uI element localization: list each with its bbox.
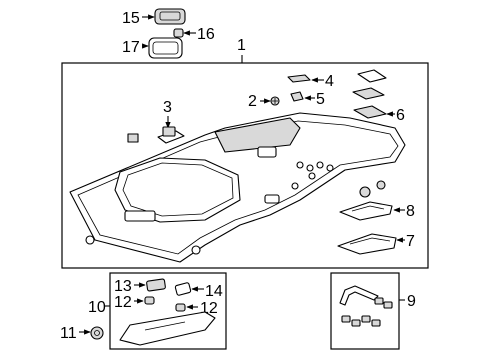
clip-2 bbox=[306, 164, 314, 172]
small-clip-left bbox=[127, 133, 139, 143]
part-8-lamp-detail bbox=[351, 205, 385, 212]
callout-14-label: 14 bbox=[205, 283, 223, 300]
callout-5-label: 5 bbox=[316, 91, 325, 108]
callout-15-group: 15 bbox=[122, 8, 186, 27]
callout-1-label: 1 bbox=[237, 37, 246, 54]
grab-handle-clip-1 bbox=[341, 315, 351, 323]
grab-handle-clip-2 bbox=[351, 319, 361, 327]
callout-10-label: 10 bbox=[88, 299, 106, 316]
clip-1 bbox=[296, 161, 304, 169]
sunvisor-mirror-line bbox=[144, 321, 186, 331]
part-5-clip bbox=[290, 91, 304, 102]
callout-4-label: 4 bbox=[325, 73, 334, 90]
part-12-bulb-right bbox=[175, 303, 186, 312]
clip-5 bbox=[308, 172, 316, 180]
clip-6 bbox=[291, 182, 299, 190]
clip-3 bbox=[316, 161, 324, 169]
callout-14-group: 14 bbox=[174, 282, 223, 300]
callout-13-group: 13 bbox=[114, 278, 166, 295]
part-8-lamp bbox=[339, 201, 393, 221]
callout-12a-group: 12 bbox=[114, 294, 155, 311]
callout-7-group: 7 bbox=[337, 233, 415, 255]
grab-handle-cap-2 bbox=[383, 301, 393, 309]
part-2-screw-cross bbox=[272, 98, 278, 104]
clip-rear-left bbox=[85, 235, 95, 245]
part-12-bulb-left bbox=[144, 296, 155, 305]
callout-3-group: 3 bbox=[157, 99, 185, 144]
clip-4 bbox=[326, 164, 334, 172]
grab-handle bbox=[339, 285, 379, 306]
part-4-clip bbox=[287, 74, 311, 83]
part-17-frame-inner bbox=[152, 41, 179, 55]
sunvisor-body bbox=[119, 311, 216, 346]
grip-cutout-right bbox=[264, 194, 280, 204]
callout-8-group: 8 bbox=[339, 201, 415, 221]
part-17-frame bbox=[148, 37, 183, 59]
callout-13-label: 13 bbox=[114, 278, 132, 295]
part-11-holder-center bbox=[94, 330, 100, 336]
grab-handle-clip-4 bbox=[371, 319, 381, 327]
grab-handle-clip-3 bbox=[361, 315, 371, 323]
sunroof-opening-inner bbox=[122, 162, 234, 217]
sunroof-opening bbox=[114, 157, 241, 223]
grip-cutout-left bbox=[124, 210, 156, 222]
callout-7-label: 7 bbox=[406, 233, 415, 250]
part-11-holder bbox=[90, 326, 104, 340]
callout-8-label: 8 bbox=[406, 203, 415, 220]
callout-16-group: 16 bbox=[173, 26, 215, 43]
callout-5-group: 5 bbox=[290, 91, 325, 108]
part-6-cover bbox=[353, 105, 387, 119]
callout-2-group: 2 bbox=[248, 93, 280, 110]
callout-17-group: 17 bbox=[122, 37, 183, 59]
callout-6-label: 6 bbox=[396, 107, 405, 124]
callout-15-label: 15 bbox=[122, 10, 140, 27]
screw-left bbox=[359, 186, 371, 198]
clip-rear-right bbox=[191, 245, 201, 255]
callout-4-group: 4 bbox=[287, 73, 334, 90]
grab-handle-cap-1 bbox=[374, 297, 384, 305]
callout-3-label: 3 bbox=[163, 99, 172, 116]
callout-10-group: 10 bbox=[88, 299, 110, 316]
sunvisor-box bbox=[109, 272, 227, 350]
callout-17-label: 17 bbox=[122, 39, 140, 56]
headliner-assembly-box bbox=[61, 62, 429, 269]
frame-top-right bbox=[357, 69, 387, 83]
part-7-lamp bbox=[337, 233, 397, 255]
part-15-lamp-cover bbox=[154, 8, 186, 25]
callout-16-label: 16 bbox=[197, 26, 215, 43]
part-14-clip bbox=[174, 282, 192, 296]
headliner-panel bbox=[69, 112, 406, 263]
callout-11-group: 11 bbox=[60, 325, 104, 342]
callout-11-label: 11 bbox=[60, 325, 77, 342]
part-7-lamp-detail bbox=[349, 237, 391, 245]
callout-1-group: 1 bbox=[237, 37, 246, 63]
part-15-detail bbox=[159, 11, 181, 21]
callout-2-label: 2 bbox=[248, 93, 257, 110]
callout-12a-label: 12 bbox=[114, 294, 132, 311]
callout-6-group: 6 bbox=[353, 105, 405, 124]
part-16-bulb bbox=[173, 28, 184, 38]
part-3-bracket-body bbox=[162, 126, 176, 137]
grab-handle-box bbox=[330, 272, 400, 350]
screw-right bbox=[376, 180, 386, 190]
frame-mid-right bbox=[352, 87, 385, 100]
front-console-area bbox=[214, 117, 301, 153]
callout-9-group: 9 bbox=[399, 293, 416, 310]
part-13-mirror-cover bbox=[146, 278, 166, 292]
map-light-opening bbox=[257, 146, 277, 158]
callout-9-label: 9 bbox=[407, 293, 416, 310]
